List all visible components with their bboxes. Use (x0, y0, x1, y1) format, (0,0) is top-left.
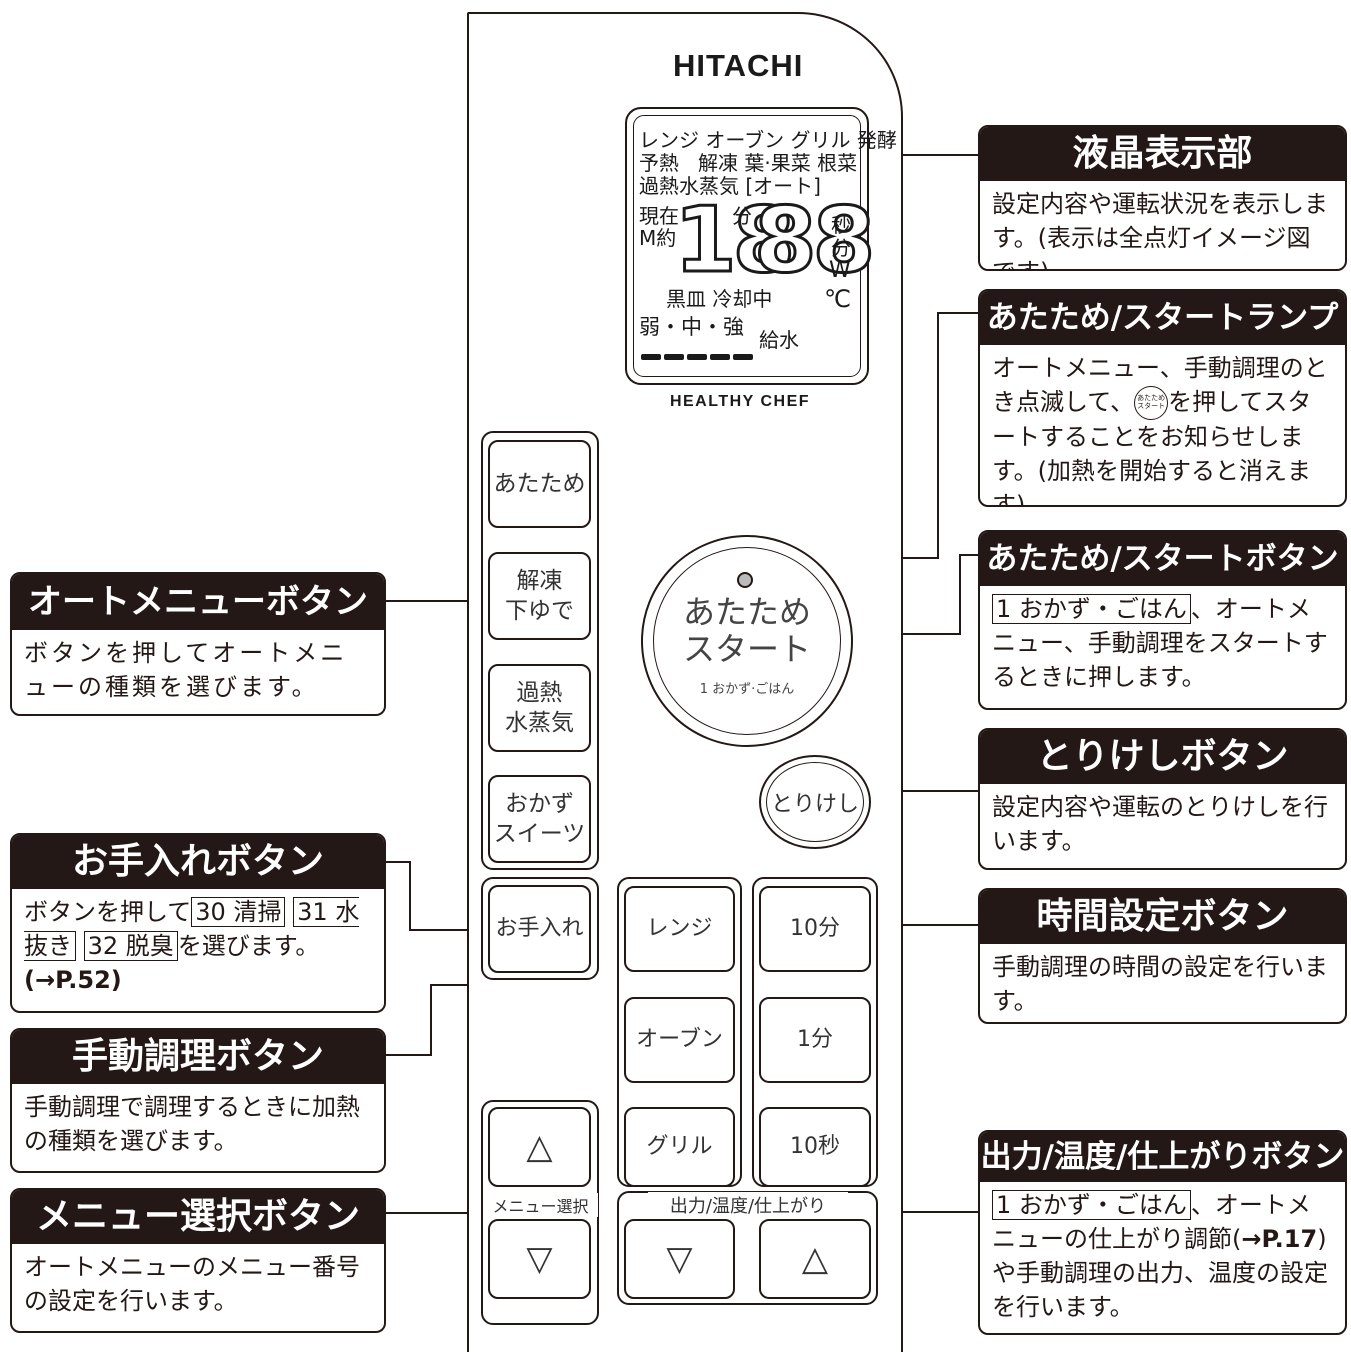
cancel-button-label[interactable]: とりけし (766, 762, 864, 842)
lcd-power-levels: 弱・中・強 (639, 315, 744, 339)
menu-select-down-button[interactable]: ▽ (488, 1219, 591, 1299)
output-label: 出力/温度/仕上がり (648, 1192, 848, 1218)
menu-select-group (481, 1100, 599, 1325)
lcd-defrost-row: 解凍 葉·果菜 根菜 (698, 151, 858, 175)
start-button-sublabel: 1 おかず·ごはん (699, 682, 795, 697)
callout-lcd: 液晶表示部 設定内容や運転状況を表示します。(表示は全点灯イメージ図です) (978, 125, 1347, 271)
callout-body: オートメニューのメニュー番号の設定を行います。 (24, 1253, 360, 1315)
callout-cancel: とりけしボタン 設定内容や運転のとりけしを行います。 (978, 728, 1347, 870)
callout-title: 出力/温度/仕上がりボタン (980, 1132, 1345, 1182)
range-button[interactable]: レンジ (624, 886, 735, 972)
menu-select-label: メニュー選択 (483, 1193, 598, 1217)
auto-menu-button-sweets[interactable]: おかず スイーツ (488, 775, 591, 863)
menu-ref-box: 30 清掃 (191, 897, 286, 927)
callout-title: メニュー選択ボタン (12, 1190, 384, 1244)
callout-body: 設定内容や運転状況を表示します。(表示は全点灯イメージ図です) (992, 190, 1328, 269)
start-button-label: あたため スタート (682, 593, 811, 668)
start-button-icon: あたため スタート (1134, 386, 1169, 420)
output-down-button[interactable]: ▽ (624, 1219, 735, 1299)
lcd-digits-minutes: 18 (672, 188, 796, 293)
cancel-button[interactable] (759, 755, 871, 849)
callout-body: 設定内容や運転のとりけしを行います。 (992, 793, 1328, 855)
model-name: HEALTHY CHEF (669, 393, 811, 410)
triangle-down-icon: ▽ (666, 1239, 693, 1279)
one-min-button[interactable]: 1分 (759, 997, 871, 1083)
lcd-watt-label: W (829, 258, 851, 283)
callout-title: あたため/スタートランプ (980, 291, 1345, 345)
callout-body: 手動調理の時間の設定を行います。 (992, 953, 1328, 1015)
lcd-level-bar (641, 354, 661, 360)
callout-title: 手動調理ボタン (12, 1030, 384, 1084)
auto-menu-button-steam[interactable]: 過熱 水蒸気 (488, 664, 591, 752)
triangle-up-icon: △ (801, 1239, 829, 1279)
ten-min-button[interactable]: 10分 (759, 886, 871, 972)
lcd-now-label: 現在 (639, 204, 679, 228)
brand-logo: HITACHI (673, 48, 804, 83)
callout-body: ボタンを押してオートメニューの種類を選びます。 (24, 639, 348, 701)
callout-body: 手動調理で調理するときに加熱の種類を選びます。 (24, 1093, 360, 1155)
ten-sec-button[interactable]: 10秒 (759, 1107, 871, 1187)
lcd-screen: レンジ オーブン グリル 発酵 予熱 解凍 葉·果菜 根菜 過熱水蒸気 [オート… (633, 115, 897, 377)
leader-care (386, 861, 483, 931)
grill-button[interactable]: グリル (624, 1107, 735, 1187)
lcd-digits-seconds: 88 (752, 188, 876, 293)
callout-title: とりけしボタン (980, 730, 1345, 784)
callout-title: 液晶表示部 (980, 127, 1345, 181)
callout-output: 出力/温度/仕上がりボタン 1 おかず・ごはん、オートメニューの仕上がり調節(→… (978, 1130, 1347, 1335)
care-group (481, 877, 599, 980)
callout-start-lamp: あたため/スタートランプ オートメニュー、手動調理のとき点滅して、あたため スタ… (978, 289, 1347, 507)
menu-ref-box: 1 おかず・ごはん (992, 594, 1191, 624)
menu-ref-box: 1 おかず・ごはん (992, 1190, 1191, 1220)
callout-body: 1 おかず・ごはん、オートメニューの仕上がり調節(→P.17)や手動調理の出力、… (992, 1190, 1328, 1321)
callout-body: 1 おかず・ごはん、オートメニュー、手動調理をスタートするときに押します。 (992, 594, 1328, 691)
menu-ref-box: 31 水抜き (24, 897, 360, 961)
callout-title: あたため/スタートボタン (980, 532, 1345, 586)
callout-start-button: あたため/スタートボタン 1 おかず・ごはん、オートメニュー、手動調理をスタート… (978, 530, 1347, 710)
lcd-level-bar (733, 354, 753, 360)
start-button[interactable] (641, 535, 853, 747)
menu-select-up-button[interactable]: △ (488, 1107, 591, 1187)
callout-manual: 手動調理ボタン 手動調理で調理するときに加熱の種類を選びます。 (10, 1028, 386, 1173)
auto-menu-group (481, 431, 599, 870)
callout-menu-select: メニュー選択ボタン オートメニューのメニュー番号の設定を行います。 (10, 1188, 386, 1333)
page-ref: →P.17 (1241, 1225, 1318, 1253)
oven-button[interactable]: オーブン (624, 997, 735, 1083)
callout-title: オートメニューボタン (12, 574, 384, 630)
lcd-mode-row: レンジ オーブン グリル 発酵 (639, 128, 897, 152)
page-ref: (→P.52) (24, 966, 122, 994)
lcd-min-small: 分 (732, 204, 752, 228)
auto-menu-button-defrost[interactable]: 解凍 下ゆで (488, 552, 591, 640)
lcd-level-bar (664, 354, 684, 360)
lcd-preheat: 予熱 (639, 151, 679, 175)
lcd-level-bar (687, 354, 707, 360)
menu-ref-box: 32 脱臭 (83, 931, 178, 961)
callout-time: 時間設定ボタン 手動調理の時間の設定を行います。 (978, 888, 1347, 1024)
lcd-menu-label: M約 (639, 226, 677, 250)
lcd-level-bar (710, 354, 730, 360)
triangle-down-icon: ▽ (526, 1239, 553, 1279)
care-button[interactable]: お手入れ (488, 885, 591, 973)
callout-title: お手入れボタン (12, 835, 384, 889)
lcd-sec-label: 秒 (831, 213, 851, 237)
triangle-up-icon: △ (526, 1127, 553, 1167)
auto-menu-button-warm[interactable]: あたため (488, 440, 591, 528)
lcd-display (625, 107, 869, 385)
output-up-button[interactable]: △ (759, 1219, 871, 1299)
lcd-water: 給水 (759, 328, 799, 352)
lcd-celsius: ℃ (824, 285, 851, 313)
lcd-status: 黒皿 冷却中 (666, 287, 773, 311)
callout-auto-menu: オートメニューボタン ボタンを押してオートメニューの種類を選びます。 (10, 572, 386, 716)
callout-title: 時間設定ボタン (980, 890, 1345, 944)
start-lamp-icon (737, 572, 753, 588)
lcd-min-label: 分 (831, 236, 851, 260)
lcd-steam-row: 過熱水蒸気 [オート] (639, 174, 821, 198)
start-button-face[interactable] (653, 547, 841, 735)
callout-body: オートメニュー、手動調理のとき点滅して、あたため スタートを押してスタートするこ… (992, 354, 1328, 507)
